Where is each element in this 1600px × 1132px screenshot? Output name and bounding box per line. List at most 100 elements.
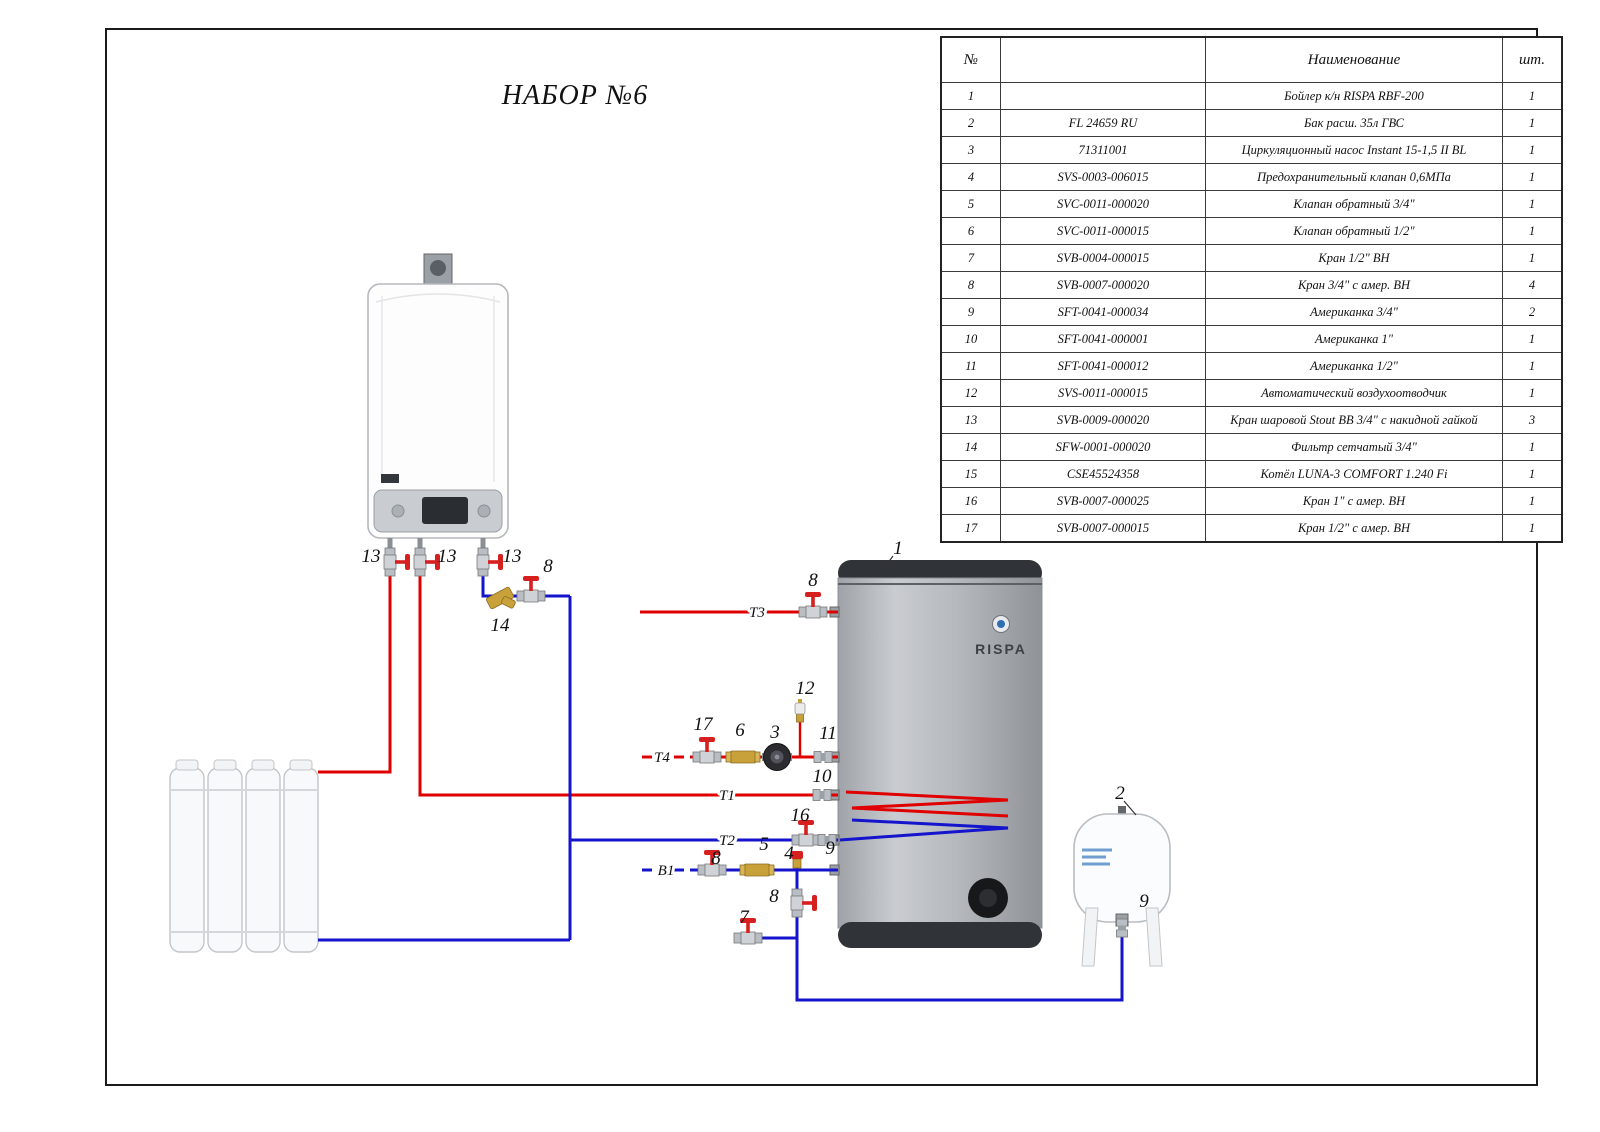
- col-header-name: Наименование: [1205, 36, 1503, 83]
- tank-coil-cold: [839, 818, 1009, 842]
- parts-cell-qty: 1: [1502, 460, 1563, 488]
- parts-cell-name: Автоматический воздухоотводчик: [1205, 379, 1503, 407]
- check-valve-5: [739, 863, 775, 877]
- parts-cell-num: 2: [940, 109, 1001, 137]
- parts-cell-num: 9: [940, 298, 1001, 326]
- callout-9b: 9: [1139, 891, 1149, 912]
- parts-cell-code: SVB-0004-000015: [1000, 244, 1206, 272]
- parts-cell-name: Бак расш. 35л ГВС: [1205, 109, 1503, 137]
- ball-valve-17: [692, 736, 722, 764]
- parts-cell-code: SFW-0001-000020: [1000, 433, 1206, 461]
- callout-6: 6: [735, 720, 745, 741]
- parts-cell-qty: 1: [1502, 487, 1563, 515]
- callout-4: 4: [784, 843, 794, 864]
- callout-leader-2: [1123, 800, 1137, 816]
- port-label-t3: T3: [749, 605, 765, 621]
- parts-cell-name: Клапан обратный 3/4": [1205, 190, 1503, 218]
- parts-cell-code: SVC-0011-000015: [1000, 217, 1206, 245]
- expansion-tank-leg-right: [1145, 907, 1163, 967]
- radiator: [169, 759, 319, 953]
- callout-8a: 8: [543, 556, 553, 577]
- parts-cell-qty: 1: [1502, 325, 1563, 353]
- callout-16: 16: [791, 805, 811, 826]
- ball-valve-8a: [516, 575, 546, 603]
- callout-leader-1: [883, 555, 894, 569]
- callout-1: 1: [893, 538, 903, 559]
- wall-boiler: [367, 253, 509, 549]
- drawing-title: НАБОР №6: [501, 80, 649, 111]
- callout-8b: 8: [808, 570, 818, 591]
- callout-5: 5: [759, 834, 769, 855]
- parts-cell-num: 1: [940, 82, 1001, 110]
- expansion-tank: [1073, 800, 1171, 967]
- port-label-t4: T4: [654, 750, 670, 766]
- expansion-tank-leg-left: [1081, 907, 1099, 967]
- parts-cell-code: 71311001: [1000, 136, 1206, 164]
- boiler-knob-left: [391, 504, 405, 518]
- callout-14: 14: [491, 615, 511, 636]
- parts-cell-num: 12: [940, 379, 1001, 407]
- callout-13c: 13: [503, 546, 522, 567]
- parts-cell-code: CSE45524358: [1000, 460, 1206, 488]
- ball-valve-13a: [383, 547, 411, 577]
- dhw-tank: RISPA: [829, 560, 1043, 948]
- parts-cell-num: 17: [940, 514, 1001, 543]
- parts-cell-name: Кран 1/2" с амер. ВН: [1205, 514, 1503, 543]
- parts-cell-qty: 1: [1502, 514, 1563, 543]
- parts-cell-name: Клапан обратный 1/2": [1205, 217, 1503, 245]
- ball-valve-8d: [790, 888, 818, 918]
- parts-cell-num: 4: [940, 163, 1001, 191]
- boiler-knob-right: [477, 504, 491, 518]
- circulation-pump-3: [761, 743, 793, 771]
- parts-cell-code: SVB-0007-000025: [1000, 487, 1206, 515]
- parts-cell-num: 15: [940, 460, 1001, 488]
- ball-valve-8b: [798, 591, 828, 619]
- parts-cell-num: 6: [940, 217, 1001, 245]
- port-label-b1: B1: [658, 863, 675, 879]
- parts-cell-code: SVB-0009-000020: [1000, 406, 1206, 434]
- col-header-num: №: [940, 36, 1001, 83]
- air-vent-12: [794, 698, 806, 723]
- callouts: 13 13 13 8 14 1 8 12 17 6 3 11 10 16 4 5…: [362, 538, 1150, 928]
- col-header-code: [1000, 36, 1206, 83]
- check-valve-6: [725, 750, 761, 764]
- callout-8d: 8: [769, 886, 779, 907]
- callout-8c: 8: [711, 848, 721, 869]
- parts-cell-code: SVS-0003-006015: [1000, 163, 1206, 191]
- parts-cell-name: Кран шаровой Stout ВВ 3/4" с накидной га…: [1205, 406, 1503, 434]
- callout-13b: 13: [438, 546, 457, 567]
- parts-cell-qty: 1: [1502, 217, 1563, 245]
- expansion-tank-label-lines: [1082, 848, 1112, 866]
- callout-9a: 9: [825, 838, 835, 859]
- boiler-control-panel: [373, 489, 503, 533]
- parts-cell-code: SFT-0041-000012: [1000, 352, 1206, 380]
- callout-17: 17: [694, 714, 715, 735]
- drawing-frame: [105, 28, 1538, 1086]
- union-fitting-10: [812, 789, 832, 801]
- callout-13a: 13: [362, 546, 381, 567]
- parts-cell-num: 16: [940, 487, 1001, 515]
- port-labels: T3 T4 T1 T2 B1: [651, 602, 768, 882]
- ball-valve-13b: [413, 547, 441, 577]
- parts-cell-num: 8: [940, 271, 1001, 299]
- col-header-qty: шт.: [1502, 36, 1563, 83]
- callout-12: 12: [796, 678, 816, 699]
- tank-coil-hot: [845, 790, 1009, 818]
- parts-cell-qty: 2: [1502, 298, 1563, 326]
- parts-header-row: № Наименование шт.: [940, 36, 1563, 83]
- port-label-t2: T2: [719, 833, 735, 849]
